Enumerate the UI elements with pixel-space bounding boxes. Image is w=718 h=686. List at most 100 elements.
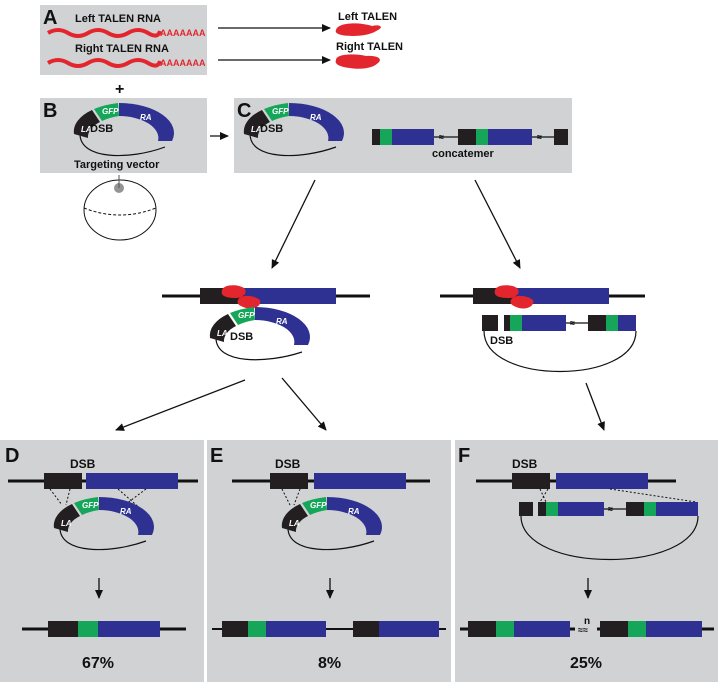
mid-right-concat-la-3 (588, 315, 606, 331)
panel-c-dsb-label: DSB (260, 123, 283, 135)
mid-left-la-label: LA (217, 329, 228, 338)
arrow-to-e (281, 377, 327, 431)
panel-e-homology-lines (281, 488, 301, 506)
panel-e-la-arm (281, 504, 308, 532)
panel-d-dsb-label: DSB (70, 457, 96, 471)
panel-e-product-ra-2 (379, 621, 439, 637)
arrow-to-f (585, 382, 605, 431)
panel-f-concat-gfp-1 (546, 502, 558, 516)
panel-e-la-label: LA (289, 519, 300, 528)
mid-right-talen-left (494, 285, 519, 298)
panel-e-genome-la (270, 473, 308, 489)
panel-f-concat-la-2 (538, 502, 546, 516)
panel-d-letter: D (5, 445, 19, 467)
concatemer-label: concatemer (432, 148, 494, 160)
panel-c-la-arm (243, 110, 270, 138)
panel-d-gfp-label: GFP (82, 501, 99, 510)
panel-d: D DSB LA GFP RA 67% (0, 440, 204, 682)
panel-e-plasmid-backbone (287, 527, 375, 551)
mid-left-gfp-segment (230, 307, 255, 325)
concatemer-ra-1 (392, 129, 434, 145)
panel-c-la-label: LA (251, 125, 262, 134)
mid-right-genomic-right-arm (517, 288, 609, 304)
panel-f-concat-la-3 (626, 502, 644, 516)
panel-c-ra-label: RA (310, 113, 322, 122)
panel-f-dsb-label: DSB (512, 457, 538, 471)
middle-right-intermediate: ≈ DSB (440, 285, 645, 372)
mid-left-ra-label: RA (276, 317, 288, 326)
panel-f-concat-la-1 (519, 502, 533, 516)
panel-b: B LA GFP RA DSB Targeting vector (40, 98, 207, 173)
panel-e-ra-arm (327, 497, 382, 535)
panel-d-homology-lines (49, 488, 147, 511)
left-talen-protein-shape (335, 23, 381, 36)
panel-f-genome-la (512, 473, 550, 489)
mid-left-la-arm (209, 314, 236, 342)
panel-f-percent: 25% (570, 655, 602, 672)
concatemer-ra-2 (488, 129, 532, 145)
panel-e: E DSB LA GFP RA 8% (207, 440, 451, 682)
arrow-c-to-concatemer-path (474, 179, 521, 269)
panel-d-gfp-segment (74, 497, 99, 515)
panel-f-genome-ra (556, 473, 648, 489)
panel-b-la-label: LA (81, 125, 92, 134)
panel-f-product-ra-2 (646, 621, 702, 637)
panel-d-genome-ra (86, 473, 178, 489)
panel-e-gfp-segment (302, 497, 327, 515)
panel-f-letter: F (458, 445, 470, 467)
middle-left-intermediate: LA GFP RA DSB (162, 285, 370, 361)
panel-f-product-gfp-2 (628, 621, 646, 637)
concatemer-la-2 (458, 129, 476, 145)
panel-a: A Left TALEN RNA AAAAAAA Right TALEN RNA… (40, 5, 207, 75)
panel-c-letter: C (237, 100, 251, 122)
panel-b-gfp-segment (94, 103, 119, 121)
panel-f-product-break: ≈≈ (578, 625, 588, 635)
arrow-c-to-vector-path (271, 179, 316, 269)
panel-e-dsb-label: DSB (275, 457, 301, 471)
mid-right-concat-ra-1 (522, 315, 566, 331)
panel-e-gfp-label: GFP (310, 501, 327, 510)
panel-f-concat-break: ≈ (608, 504, 613, 514)
panel-c-ra-arm (289, 103, 344, 141)
panel-f-concat-ra-1 (558, 502, 604, 516)
mid-right-talen-right (510, 295, 534, 309)
mid-right-concat-break: ≈ (570, 318, 575, 328)
panel-d-ra-label: RA (120, 507, 132, 516)
panel-e-product-gfp (248, 621, 266, 637)
panel-b-la-arm (73, 110, 100, 138)
mid-right-circle-backbone (483, 330, 637, 372)
panel-f-copy-number-label: n (584, 616, 590, 627)
embryo-yolk-boundary (83, 207, 157, 216)
panel-c: C LA GFP RA DSB ≈ ≈ concatemer (234, 98, 572, 173)
panel-f-product-la-2 (600, 621, 628, 637)
right-talen-protein-label: Right TALEN (336, 41, 403, 53)
embryo-injection (83, 175, 157, 241)
panel-d-la-arm (53, 504, 80, 532)
left-polya-tail: AAAAAAA (160, 28, 206, 38)
right-polya-tail: AAAAAAA (160, 58, 206, 68)
panel-b-plasmid-backbone (79, 133, 166, 157)
right-talen-rna-label: Right TALEN RNA (75, 43, 169, 55)
panel-b-dsb-label: DSB (90, 123, 113, 135)
panel-c-plasmid-backbone (249, 133, 337, 157)
left-talen-protein-label: Left TALEN (338, 11, 397, 23)
mid-right-concat-la-1 (482, 315, 498, 331)
concatemer-la-3 (554, 129, 568, 145)
mid-left-gfp-label: GFP (238, 311, 255, 320)
mid-left-genomic-right-arm (244, 288, 336, 304)
panel-b-caption: Targeting vector (74, 159, 160, 171)
panel-d-percent: 67% (82, 655, 114, 672)
plus-sign: + (115, 81, 124, 98)
panel-d-product-la (48, 621, 78, 637)
panel-f-product-gap (575, 625, 597, 633)
panel-b-letter: B (43, 100, 57, 122)
panel-e-ra-label: RA (348, 507, 360, 516)
panel-f-concat-ra-2 (656, 502, 698, 516)
panel-d-la-label: LA (61, 519, 72, 528)
panel-f-circle-backbone (520, 515, 699, 561)
panel-d-genome-la (44, 473, 82, 489)
panel-f-product-la-1 (468, 621, 496, 637)
panel-e-genome-ra (314, 473, 406, 489)
